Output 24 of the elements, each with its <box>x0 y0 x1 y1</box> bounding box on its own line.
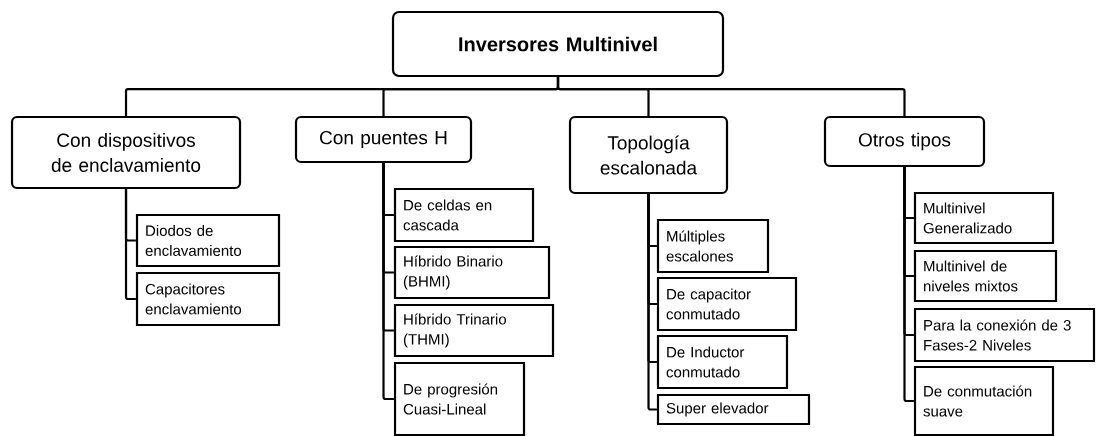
item-box: Multinivel de niveles mixtos <box>913 249 1058 303</box>
category-box: Topología escalonada <box>568 115 729 195</box>
connector-line <box>647 194 657 411</box>
item-box: Multinivel Generalizado <box>913 191 1055 245</box>
connector-line <box>382 163 394 401</box>
connector-line <box>556 77 906 116</box>
connector-line <box>903 167 914 403</box>
category-box: Con puentes H <box>294 115 473 164</box>
item-box: De progresión Cuasi-Lineal <box>393 361 526 436</box>
item-box: Diodos de enclavamiento <box>135 213 281 268</box>
item-box: De celdas en cascada <box>393 187 535 243</box>
item-box: Capacitores enclavamiento <box>135 271 281 327</box>
item-box: De Inductor conmutado <box>656 334 789 390</box>
category-box: Con dispositivos de enclavamiento <box>10 115 242 190</box>
item-box: De capacitor conmutado <box>656 276 798 332</box>
title-box: Inversores Multinivel <box>391 10 725 78</box>
connector-line <box>124 189 136 301</box>
item-box: De conmutación suave <box>913 365 1055 436</box>
item-box: Híbrido Binario (BHMI) <box>393 245 551 300</box>
item-box: Múltiples escalones <box>656 218 770 274</box>
category-box: Otros tipos <box>823 115 986 168</box>
item-box: Híbrido Trinario (THMI) <box>393 303 555 358</box>
item-box: Super elevador <box>656 393 811 426</box>
item-box: Para la conexión de 3 Fases-2 Niveles <box>913 307 1096 363</box>
